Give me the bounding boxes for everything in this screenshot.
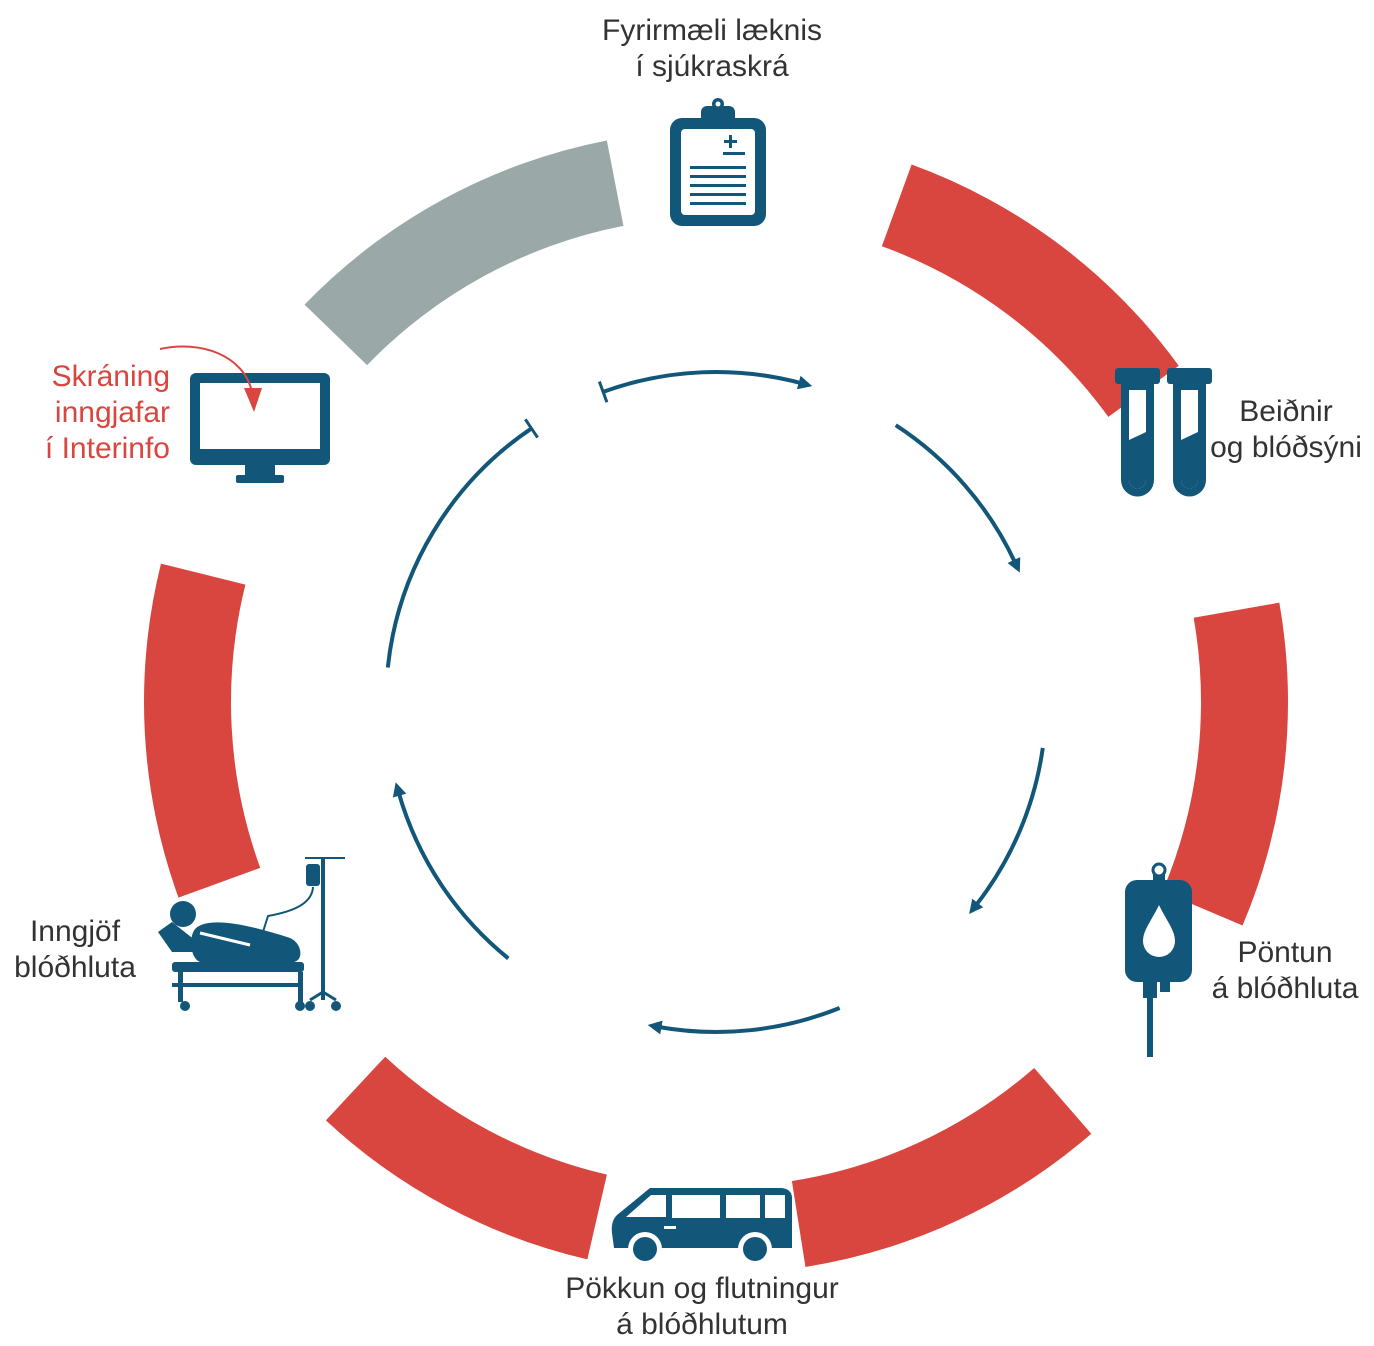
label-transfusion: Inngjöf blóðhluta <box>14 915 136 984</box>
blood-bag-icon <box>1125 862 1192 1057</box>
callout-arrow <box>159 345 262 412</box>
flow-arrow-5 <box>392 782 510 961</box>
flow-arrow-3 <box>969 747 1045 914</box>
label-order: Pöntun á blóðhluta <box>1211 936 1359 1005</box>
label-transport: Pökkun og flutningur á blóðhlutum <box>565 1272 839 1341</box>
flow-arrow-1 <box>602 370 813 394</box>
outer-ring <box>144 140 1288 1267</box>
ring-segment-requests <box>881 164 1179 417</box>
ring-segment-transfusion <box>325 1056 607 1260</box>
flow-end-tick <box>597 381 609 403</box>
ring-segment-registration <box>144 563 261 898</box>
clipboard-icon <box>670 98 766 226</box>
flow-arrow-4 <box>647 1006 841 1035</box>
inner-arrow-ring <box>385 370 1045 1035</box>
flow-end-tick <box>524 418 539 439</box>
test-tubes-icon <box>1115 368 1212 497</box>
label-registration: Skráning inngjafar í Interinfo <box>44 360 170 465</box>
flow-arrow-6 <box>385 426 533 668</box>
ring-segment-transport <box>791 1068 1092 1267</box>
flow-arrow-2 <box>894 423 1021 573</box>
ring-segment-order <box>1162 602 1288 926</box>
ring-segment-prescription <box>304 140 624 366</box>
label-requests: Beiðnir og blóðsýni <box>1210 395 1362 464</box>
patient-bed-icon <box>158 857 345 1011</box>
label-prescription: Fyrirmæli læknis í sjúkraskrá <box>602 14 822 83</box>
van-icon <box>611 1188 792 1266</box>
